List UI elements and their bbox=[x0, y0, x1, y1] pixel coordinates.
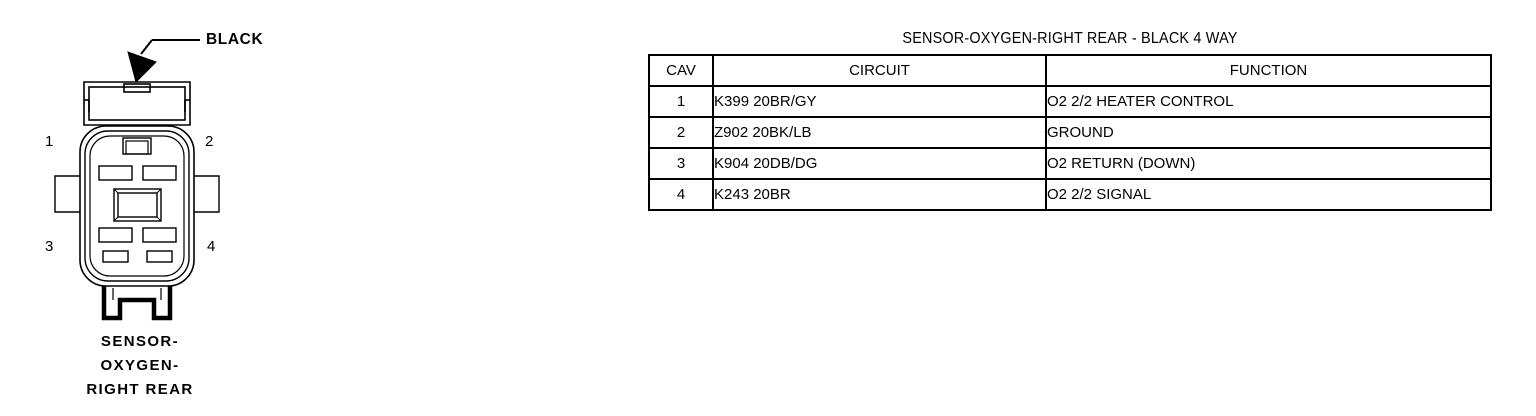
cell-function: O2 RETURN (DOWN) bbox=[1045, 147, 1492, 180]
column-header-circuit: CIRCUIT bbox=[712, 54, 1047, 87]
column-header-cav: CAV bbox=[648, 54, 714, 87]
cell-function: O2 2/2 HEATER CONTROL bbox=[1045, 85, 1492, 118]
pin-number-3: 3 bbox=[45, 238, 54, 255]
cavity-vent-right bbox=[146, 250, 173, 263]
connector-drawing bbox=[54, 39, 220, 321]
cell-circuit: K904 20DB/DG bbox=[712, 147, 1047, 180]
cell-cav: 3 bbox=[648, 147, 714, 180]
cell-circuit: Z902 20BK/LB bbox=[712, 116, 1047, 149]
pin-number-2: 2 bbox=[205, 133, 214, 150]
cavity-table-panel: SENSOR-OXYGEN-RIGHT REAR - BLACK 4 WAY C… bbox=[648, 30, 1492, 211]
black-callout-leader bbox=[127, 39, 200, 83]
cell-function: GROUND bbox=[1045, 116, 1492, 149]
cell-function: O2 2/2 SIGNAL bbox=[1045, 178, 1492, 211]
table-row: 4 K243 20BR O2 2/2 SIGNAL bbox=[648, 178, 1492, 211]
table-row: 2 Z902 20BK/LB GROUND bbox=[648, 116, 1492, 149]
connector-side-tabs bbox=[54, 175, 220, 213]
connector-bottom-latch bbox=[101, 286, 173, 321]
table-row: 1 K399 20BR/GY O2 2/2 HEATER CONTROL bbox=[648, 85, 1492, 118]
cell-circuit: K399 20BR/GY bbox=[712, 85, 1047, 118]
table-header-row: CAV CIRCUIT FUNCTION bbox=[648, 54, 1492, 87]
cell-cav: 2 bbox=[648, 116, 714, 149]
cavity-2 bbox=[142, 165, 177, 181]
table-title: SENSOR-OXYGEN-RIGHT REAR - BLACK 4 WAY bbox=[902, 30, 1238, 47]
cavity-table: CAV CIRCUIT FUNCTION 1 K399 20BR/GY O2 2… bbox=[648, 54, 1492, 211]
cavity-4 bbox=[142, 227, 177, 243]
cell-cav: 1 bbox=[648, 85, 714, 118]
connector-diagram-panel: BLACK 1 2 3 4 SENSOR- OXYGEN- RIGHT REAR bbox=[0, 0, 320, 416]
connector-caption-line-1: SENSOR- bbox=[100, 333, 180, 350]
black-callout-label: BLACK bbox=[206, 31, 264, 48]
table-row: 3 K904 20DB/DG O2 RETURN (DOWN) bbox=[648, 147, 1492, 180]
cavity-1 bbox=[98, 165, 133, 181]
connector-upper-shroud bbox=[83, 81, 191, 126]
column-header-function: FUNCTION bbox=[1045, 54, 1492, 87]
connector-body-outline bbox=[79, 125, 195, 287]
connector-center-block bbox=[113, 188, 162, 222]
connector-caption-line-2: OXYGEN- bbox=[100, 357, 180, 374]
pin-number-4: 4 bbox=[207, 238, 216, 255]
connector-caption-line-3: RIGHT REAR bbox=[86, 381, 194, 398]
connector-top-keyway bbox=[122, 137, 152, 155]
cell-cav: 4 bbox=[648, 178, 714, 211]
cavity-vent-left bbox=[102, 250, 129, 263]
cavity-3 bbox=[98, 227, 133, 243]
connector-pin-cavities bbox=[98, 165, 177, 263]
connector-caption: SENSOR- OXYGEN- RIGHT REAR bbox=[0, 330, 280, 402]
cell-circuit: K243 20BR bbox=[712, 178, 1047, 211]
pin-number-1: 1 bbox=[45, 133, 54, 150]
